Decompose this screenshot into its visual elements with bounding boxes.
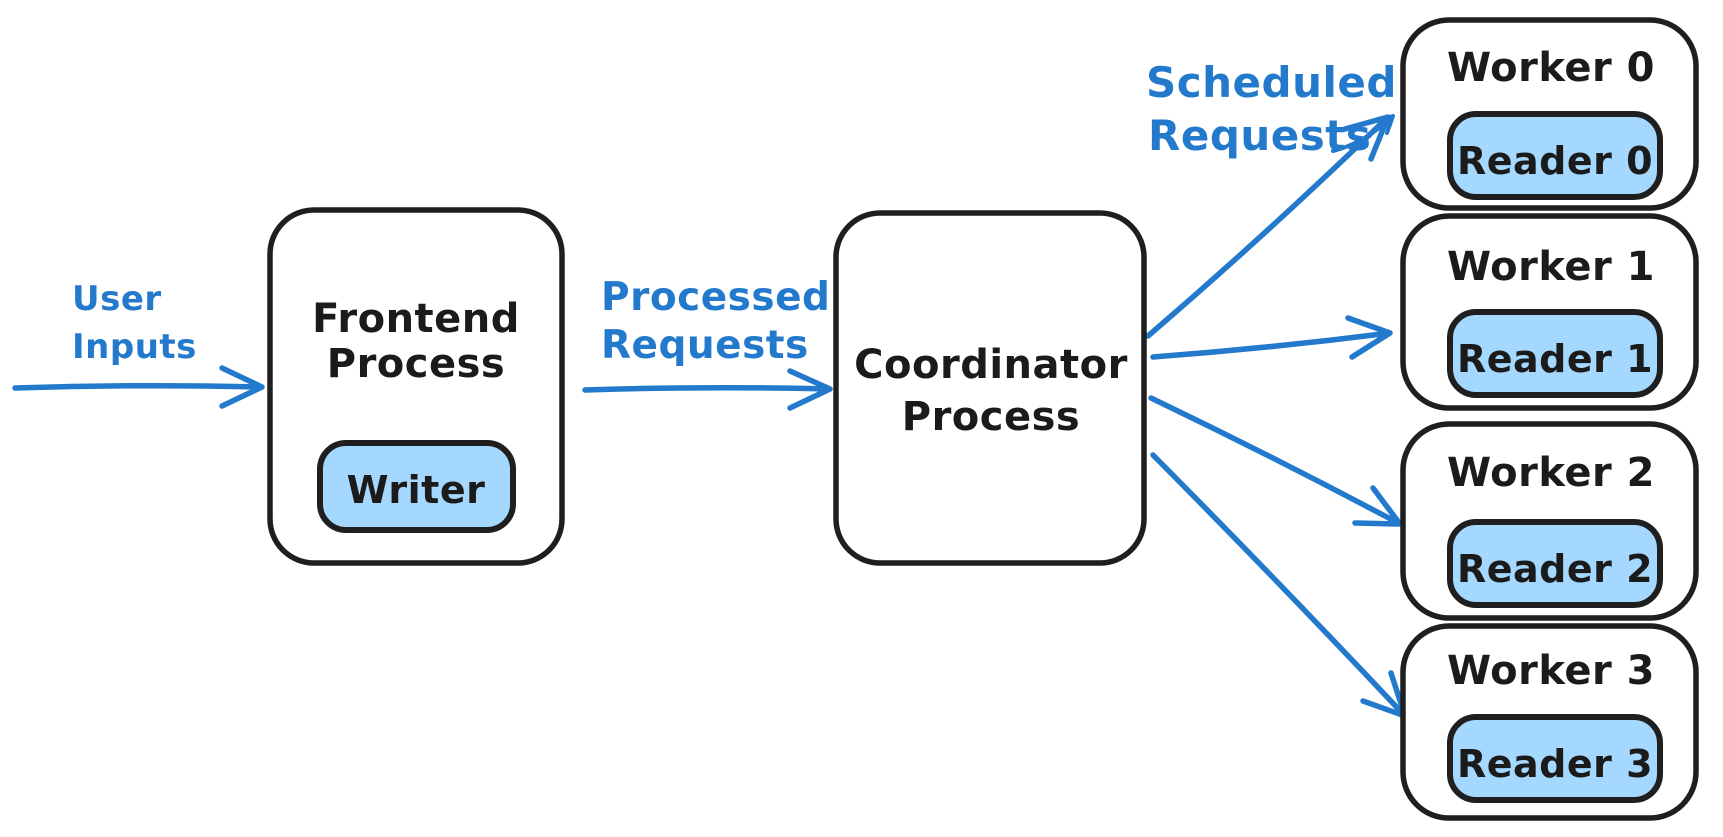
arrow-coordinator-to-worker-3 — [1150, 452, 1408, 719]
worker-1-node: Worker 1 Reader 1 — [1400, 213, 1699, 411]
worker-2-node: Worker 2 Reader 2 — [1400, 421, 1699, 621]
reader-0-label: Reader 0 — [1457, 139, 1653, 183]
reader-3-chip — [1447, 714, 1663, 803]
writer-chip — [317, 440, 516, 533]
processed-requests-label-line1: Processed — [601, 275, 830, 320]
processed-requests-label-line2: Requests — [601, 323, 809, 368]
coordinator-process-title-line2: Process — [902, 394, 1080, 440]
reader-1-chip — [1447, 309, 1663, 398]
scheduled-requests-label-line2: Requests — [1148, 111, 1371, 160]
edges-layer — [12, 114, 1408, 719]
reader-2-chip — [1447, 519, 1663, 608]
scheduled-requests-pointer — [1331, 114, 1395, 153]
arrow-user-inputs-to-frontend — [12, 365, 265, 409]
user-inputs-label-line1: User — [72, 279, 162, 319]
scheduled-requests-label-line1: Scheduled — [1146, 58, 1397, 107]
coordinator-process-node: Coordinator Process — [833, 210, 1147, 566]
arrow-coordinator-to-worker-1 — [1150, 315, 1393, 360]
writer-label: Writer — [347, 468, 486, 512]
user-inputs-label-line2: Inputs — [72, 327, 197, 367]
frontend-process-title-line1: Frontend — [312, 296, 520, 342]
worker-0-title: Worker 0 — [1447, 45, 1655, 91]
arrow-frontend-to-coordinator — [582, 368, 833, 411]
edge-labels-layer: User Inputs Processed Requests Scheduled… — [72, 58, 1397, 368]
worker-3-node: Worker 3 Reader 3 — [1400, 623, 1699, 821]
coordinator-process-title-line1: Coordinator — [854, 342, 1128, 388]
worker-1-title: Worker 1 — [1447, 244, 1655, 290]
arrow-coordinator-to-worker-2 — [1148, 395, 1403, 527]
coordinator-process-box — [833, 210, 1147, 566]
reader-0-chip — [1447, 111, 1663, 200]
reader-2-label: Reader 2 — [1457, 547, 1653, 591]
reader-1-label: Reader 1 — [1457, 337, 1653, 381]
worker-0-node: Worker 0 Reader 0 — [1400, 17, 1699, 211]
frontend-process-title-line2: Process — [327, 341, 505, 387]
reader-3-label: Reader 3 — [1457, 742, 1653, 786]
frontend-process-node: Frontend Process Writer — [267, 207, 565, 566]
worker-2-title: Worker 2 — [1447, 450, 1655, 496]
worker-3-title: Worker 3 — [1447, 648, 1655, 694]
